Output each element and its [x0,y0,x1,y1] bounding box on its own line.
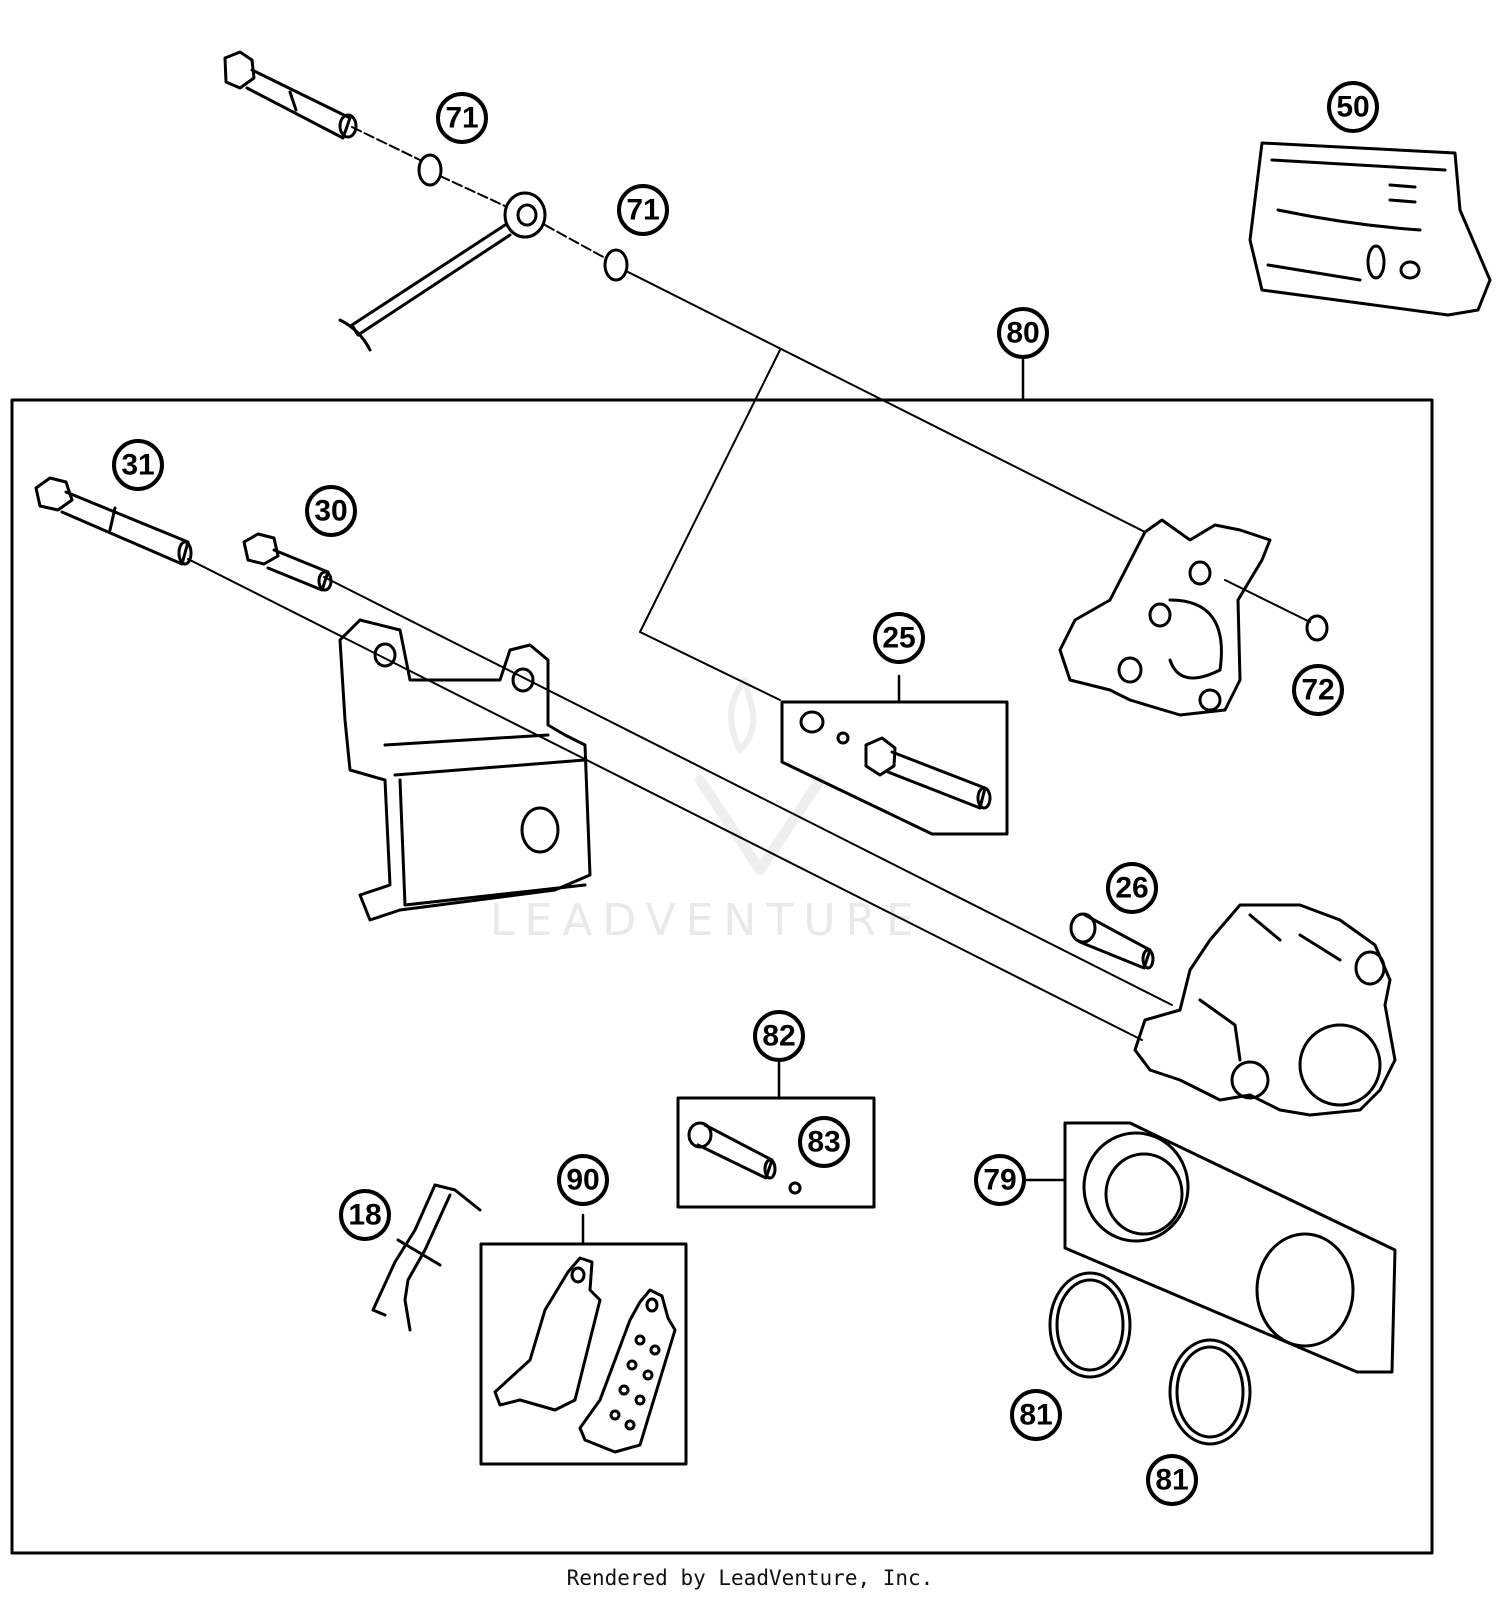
svg-text:26: 26 [1115,872,1148,905]
callout-82: 82 [753,1010,805,1062]
seal-81-left [1048,1271,1132,1379]
bolt-30-part [242,532,333,592]
callout-83: 83 [798,1116,850,1168]
svg-text:50: 50 [1336,91,1369,124]
svg-text:72: 72 [1301,674,1334,707]
o-ring-72 [1305,614,1329,642]
callout-31: 31 [112,439,164,491]
svg-text:30: 30 [314,495,347,528]
svg-text:90: 90 [566,1164,599,1197]
svg-text:83: 83 [807,1126,840,1159]
callout-79: 79 [974,1154,1026,1206]
svg-text:18: 18 [348,1199,381,1232]
brake-pad-set-box [479,1213,688,1466]
callout-26: 26 [1106,862,1158,914]
callout-72: 72 [1292,664,1344,716]
callout-90: 90 [557,1154,609,1206]
caliper-carrier-part [1058,518,1272,717]
svg-text:71: 71 [445,102,478,135]
pad-spring-clip-part [371,1183,482,1332]
piston-pin-kit-box [676,1060,876,1209]
caliper-assembly-frame [10,398,1434,1555]
repair-kit-package-part [1248,141,1492,317]
banjo-bolt-part [223,50,358,140]
washer-71-top [417,153,443,187]
watermark-logo [695,677,825,875]
callout-50: 50 [1327,81,1379,133]
banjo-fitting-part [338,191,547,352]
svg-text:80: 80 [1006,317,1039,350]
bleeder-kit-box [780,674,1009,836]
svg-text:79: 79 [983,1164,1016,1197]
seal-81-right-inner [1175,1345,1245,1439]
callout-81-right: 81 [1146,1454,1198,1506]
callout-71-top: 71 [436,92,488,144]
caliper-body-part [1133,903,1397,1117]
callout-81-left: 81 [1010,1389,1062,1441]
callout-71-bottom: 71 [617,184,669,236]
watermark-text: LEADVENTURE [490,895,924,946]
caliper-bracket-part [338,618,592,922]
callout-80: 80 [997,307,1049,359]
svg-text:82: 82 [762,1020,795,1053]
callout-30: 30 [305,485,357,537]
svg-text:71: 71 [626,194,659,227]
render-credit: Rendered by LeadVenture, Inc. [566,1566,934,1590]
bolt-31-part [34,476,193,566]
pin-26-part [1069,912,1155,970]
callout-25: 25 [873,612,925,664]
seal-81-left-inner [1055,1278,1125,1372]
washer-71-bottom [603,248,629,282]
seal-81-right [1168,1338,1252,1446]
piston-set-box [1025,1121,1397,1374]
svg-text:81: 81 [1155,1464,1188,1497]
svg-text:31: 31 [121,449,154,482]
svg-text:25: 25 [882,622,915,655]
svg-text:81: 81 [1019,1399,1052,1432]
callout-18: 18 [339,1189,391,1241]
